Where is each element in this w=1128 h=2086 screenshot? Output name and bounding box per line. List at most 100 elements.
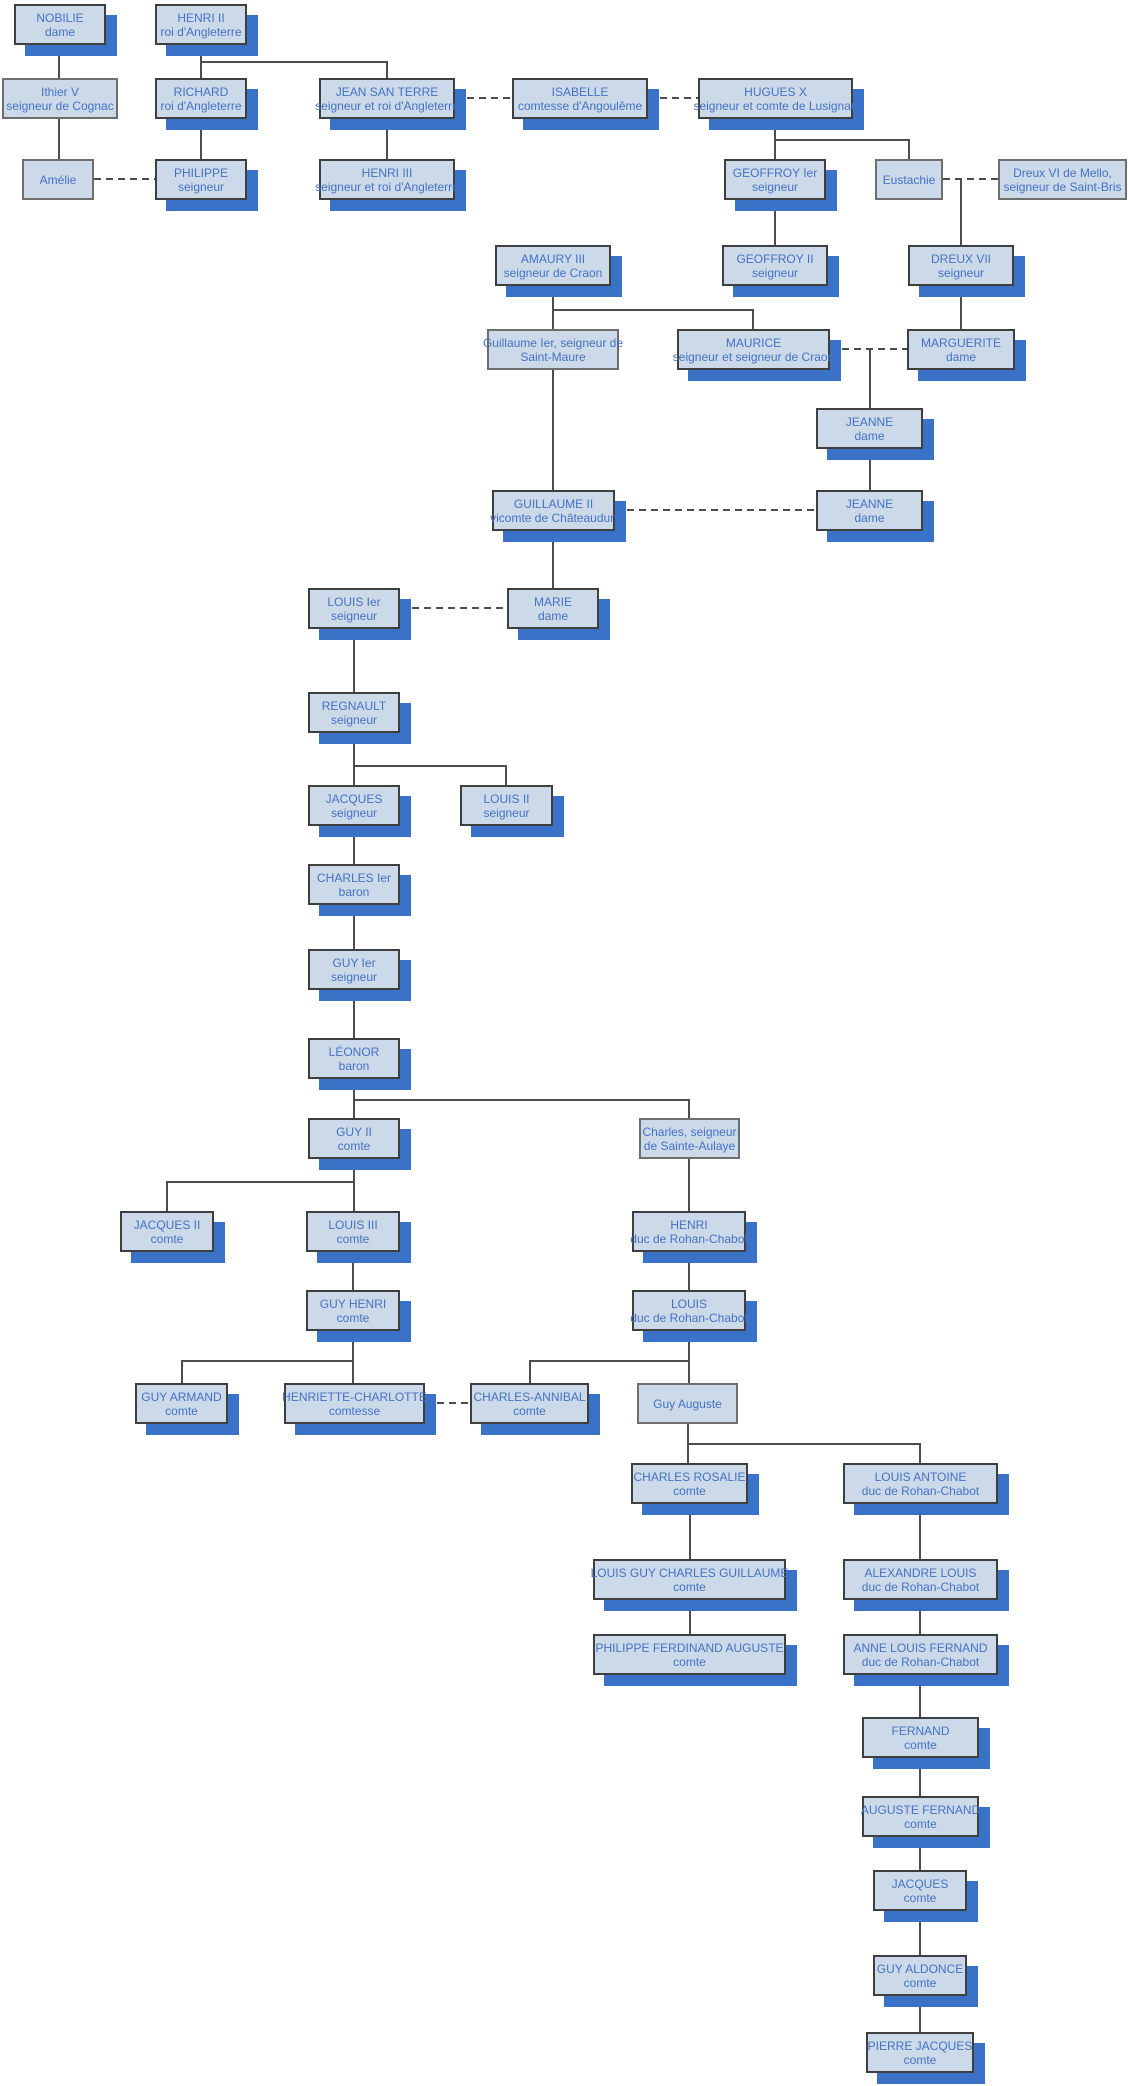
person-name: Guillaume Ier, seigneur de bbox=[482, 335, 624, 350]
person-title: comte bbox=[903, 1890, 937, 1905]
person-title: comte bbox=[673, 1579, 706, 1594]
person-name: LOUIS GUY CHARLES GUILLAUME bbox=[590, 1565, 789, 1580]
person-name: Charles, seigneur bbox=[642, 1124, 737, 1139]
person-title: comte bbox=[904, 1737, 937, 1752]
person-title: comtesse bbox=[328, 1403, 381, 1418]
person-title: roi d'Angleterre bbox=[160, 24, 242, 39]
person-name: ANNE LOUIS FERNAND bbox=[853, 1640, 988, 1655]
person-name: AUGUSTE FERNAND bbox=[860, 1802, 981, 1817]
person-name: JACQUES bbox=[325, 791, 383, 806]
person-name: LOUIS ANTOINE bbox=[874, 1469, 967, 1484]
person-name: LÉONOR bbox=[328, 1044, 380, 1059]
person-title: comte bbox=[903, 2052, 937, 2067]
person-box-dreux-vi[interactable]: Dreux VI de Mello,seigneur de Saint-Bris bbox=[998, 159, 1127, 200]
person-name: LOUIS Ier bbox=[327, 594, 381, 609]
person-title: seigneur bbox=[937, 265, 985, 280]
person-name: Dreux VI de Mello, bbox=[1013, 165, 1112, 180]
person-title: roi d'Angleterre bbox=[160, 98, 242, 113]
person-name: MARGUERITE bbox=[920, 335, 1001, 350]
person-title: seigneur bbox=[177, 179, 225, 194]
person-title: seigneur de Saint-Bris bbox=[1003, 179, 1122, 194]
person-name: HENRIETTE-CHARLOTTE bbox=[282, 1389, 427, 1404]
person-name: GUY II bbox=[336, 1124, 372, 1139]
person-title: seigneur de Cognac bbox=[6, 98, 114, 113]
person-box-eustachie[interactable]: Eustachie bbox=[875, 159, 943, 200]
person-title: comte bbox=[165, 1403, 198, 1418]
person-title: seigneur et roi d'Angleterre bbox=[315, 179, 459, 194]
person-title: seigneur bbox=[330, 805, 378, 820]
person-name: HUGUES X bbox=[744, 84, 807, 99]
person-name: JEAN SAN TERRE bbox=[335, 84, 439, 99]
descent-connector-line bbox=[181, 1360, 353, 1383]
descent-connector-line bbox=[354, 765, 507, 785]
person-title: duc de Rohan-Chabot bbox=[861, 1654, 980, 1669]
person-name: CHARLES-ANNIBAL bbox=[473, 1389, 586, 1404]
person-name: HENRI III bbox=[361, 165, 413, 180]
person-name: AMAURY III bbox=[520, 251, 586, 266]
person-title: dame bbox=[854, 510, 885, 525]
person-box-amelie[interactable]: Amélie bbox=[22, 159, 94, 200]
person-name: PHILIPPE bbox=[173, 165, 229, 180]
descent-connector-line bbox=[354, 1099, 690, 1118]
person-box-guy-auguste[interactable]: Guy Auguste bbox=[637, 1383, 738, 1424]
person-title: comte bbox=[336, 1231, 370, 1246]
person-title: seigneur et seigneur de Craon bbox=[672, 349, 835, 364]
descent-connector-line bbox=[201, 61, 388, 78]
person-name: DREUX VII bbox=[930, 251, 991, 266]
person-name: MAURICE bbox=[725, 335, 782, 350]
person-name: JACQUES bbox=[891, 1876, 949, 1891]
person-name: MARIE bbox=[533, 594, 572, 609]
person-title: vicomte de Châteaudun bbox=[490, 510, 617, 525]
person-title: dame bbox=[945, 349, 977, 364]
person-name: REGNAULT bbox=[321, 698, 387, 713]
